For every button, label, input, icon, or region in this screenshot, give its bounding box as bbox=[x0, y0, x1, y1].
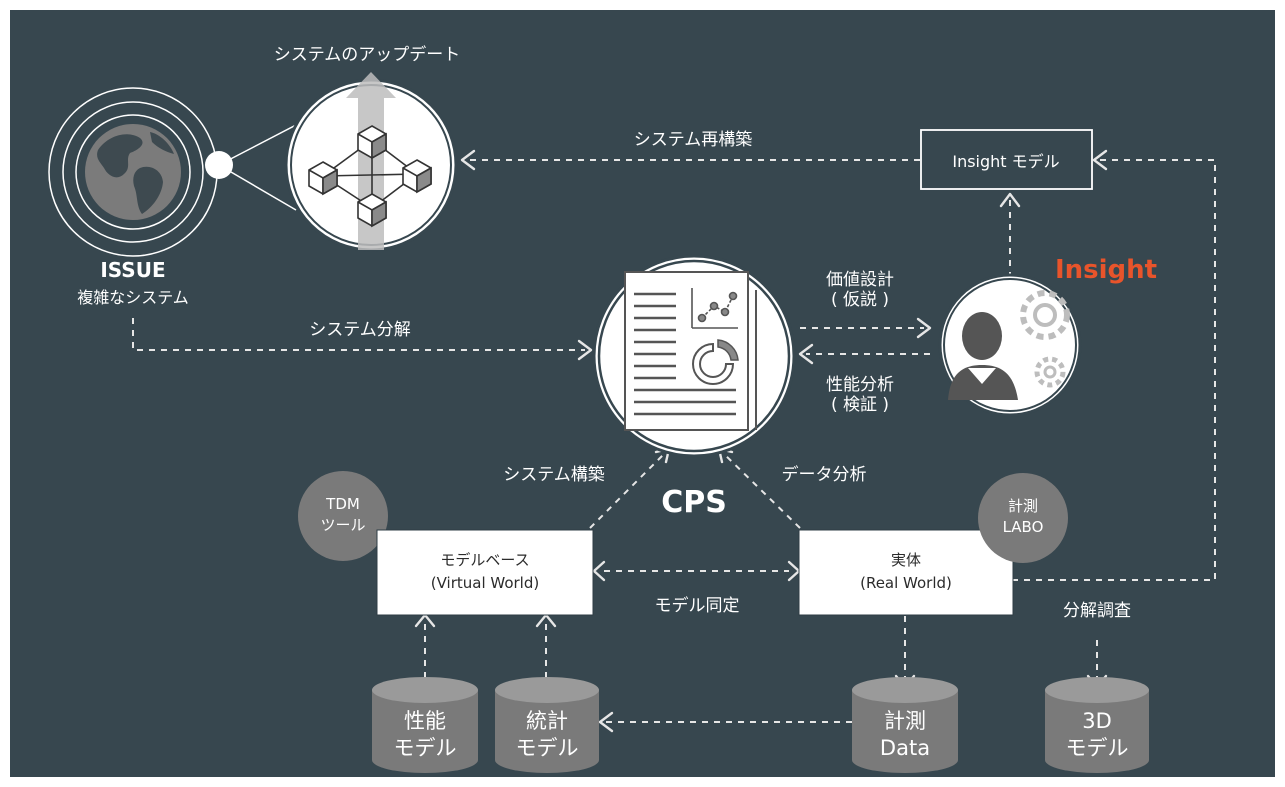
feedback-arrowhead bbox=[1092, 149, 1108, 171]
value-design-label-1: 価値設計 bbox=[826, 270, 894, 290]
labo-line2: LABO bbox=[1003, 518, 1044, 536]
model-base-line2: (Virtual World) bbox=[431, 574, 539, 592]
issue-link-bottom bbox=[218, 164, 297, 211]
model-base-box bbox=[376, 529, 594, 616]
cylinder-performance-model: 性能 モデル bbox=[372, 677, 478, 773]
connectors bbox=[132, 149, 1216, 733]
tdm-tool-line1: TDM bbox=[325, 495, 360, 513]
data-to-stat-arrowhead bbox=[598, 711, 614, 733]
feedback-connector bbox=[1012, 159, 1216, 581]
cube-top bbox=[357, 125, 387, 160]
cube-right bbox=[402, 159, 432, 194]
cylinder-label-1: 性能 bbox=[404, 709, 446, 733]
tdm-tool-line2: ツール bbox=[320, 516, 365, 534]
rebuild-arrowhead bbox=[460, 149, 476, 171]
globe-icon bbox=[85, 124, 181, 220]
person-gears-icon bbox=[948, 290, 1070, 400]
teardown-label: 分解調査 bbox=[1063, 601, 1131, 621]
insight-node bbox=[938, 273, 1082, 417]
cylinder-label-1: 統計 bbox=[526, 709, 568, 733]
issue-subtitle: 複雑なシステム bbox=[77, 288, 189, 307]
cylinder-label-1: 3D bbox=[1082, 709, 1112, 733]
cylinder-label-1: 計測 bbox=[884, 709, 926, 733]
system-update-node bbox=[284, 72, 458, 252]
insight-model-box bbox=[920, 129, 1093, 190]
cylinder-statistical-model: 統計 モデル bbox=[495, 677, 599, 773]
decompose-arrowhead bbox=[577, 339, 593, 361]
data-analysis-label: データ分析 bbox=[782, 464, 867, 485]
update-label: システムのアップデート bbox=[274, 44, 461, 65]
real-world-line1: 実体 bbox=[891, 551, 921, 569]
build-connector bbox=[589, 452, 666, 529]
labo-circle bbox=[978, 473, 1068, 563]
issue-ring-inner bbox=[75, 114, 191, 230]
data-analysis-connector bbox=[722, 452, 801, 529]
issue-title: ISSUE bbox=[100, 258, 165, 282]
cps-node bbox=[592, 254, 796, 458]
cube-network-icon bbox=[308, 125, 432, 228]
cylinder-3d-model: 3D モデル bbox=[1045, 677, 1149, 773]
issue-node: ISSUE 複雑なシステム bbox=[48, 87, 297, 307]
value-design-label-2: ( 仮説 ) bbox=[831, 290, 889, 310]
value-design-arrowhead bbox=[916, 317, 932, 339]
issue-ring-mid bbox=[62, 101, 204, 243]
cylinder-label-2: モデル bbox=[1066, 736, 1129, 760]
cps-label: CPS bbox=[661, 485, 727, 520]
rebuild-label: システム再構築 bbox=[634, 130, 753, 150]
build-label: システム構築 bbox=[503, 465, 605, 485]
performance-label-2: ( 検証 ) bbox=[831, 395, 889, 415]
cylinder-label-2: Data bbox=[880, 736, 930, 760]
insight-heading: Insight bbox=[1055, 255, 1157, 285]
tdm-tool-circle bbox=[298, 471, 388, 561]
insight-model-label: Insight モデル bbox=[952, 152, 1059, 171]
decompose-label: システム分解 bbox=[309, 320, 411, 340]
cube-left bbox=[308, 161, 338, 196]
real-world-box bbox=[798, 529, 1014, 616]
performance-arrowhead bbox=[798, 343, 814, 365]
insight-up-arrowhead bbox=[999, 192, 1021, 208]
identify-arrowhead-left bbox=[592, 560, 606, 582]
real-world-line2: (Real World) bbox=[860, 574, 952, 592]
performance-label-1: 性能分析 bbox=[826, 375, 894, 395]
report-charts-icon bbox=[624, 271, 757, 431]
cylinder-measurement-data: 計測 Data bbox=[852, 677, 958, 773]
labo-line1: 計測 bbox=[1008, 497, 1038, 515]
identify-label: モデル同定 bbox=[655, 595, 740, 616]
model-base-line1: モデルベース bbox=[440, 551, 529, 569]
cylinder-label-2: モデル bbox=[516, 736, 579, 760]
issue-link-top bbox=[218, 124, 297, 166]
cube-bottom bbox=[357, 193, 387, 228]
cylinder-label-2: モデル bbox=[394, 736, 457, 760]
